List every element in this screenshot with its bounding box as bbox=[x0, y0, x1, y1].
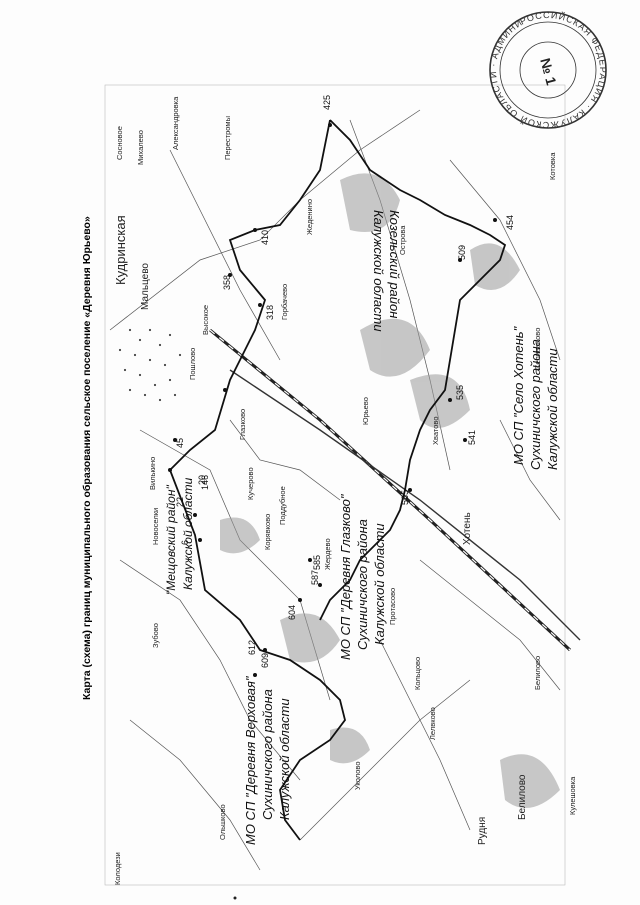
place-label: Котовка bbox=[548, 152, 557, 180]
place-label: Пошлово bbox=[188, 348, 197, 380]
place-label: Селиваново bbox=[533, 328, 542, 370]
point-label: 45 bbox=[175, 438, 185, 448]
place-label: Корявково bbox=[263, 514, 272, 550]
place-label: Жердево bbox=[323, 538, 332, 570]
place-label: Сосновое bbox=[115, 126, 124, 160]
place-label: Кудринская bbox=[113, 215, 128, 285]
map-frame bbox=[104, 84, 566, 886]
stamp-number: № 1 bbox=[537, 56, 560, 87]
district-verkhovaya-line2: Сухиничского района bbox=[260, 689, 275, 820]
place-label: Жеденино bbox=[305, 199, 314, 235]
point-label: 22 bbox=[175, 497, 185, 507]
boundary-marker bbox=[173, 438, 177, 442]
place-label: Белилово bbox=[533, 656, 542, 690]
district-glazkovo-line3: Калужской области bbox=[372, 523, 387, 645]
road-network bbox=[109, 109, 561, 871]
boundary-marker bbox=[458, 258, 462, 262]
district-kozelsky-line1: Козельский район bbox=[387, 210, 402, 318]
district-verkhovaya-line3: Калужской области bbox=[277, 698, 292, 820]
place-label: Кольцово bbox=[413, 657, 422, 690]
point-label: 454 bbox=[505, 215, 515, 230]
district-meshchovsky-line2: Калужской области bbox=[181, 477, 195, 590]
boundary-marker bbox=[193, 513, 197, 517]
boundary-marker bbox=[408, 488, 412, 492]
district-kozelsky-line2: Калужской области bbox=[371, 210, 386, 332]
place-label: Александровка bbox=[171, 96, 180, 150]
place-label: Мальцево bbox=[140, 263, 151, 310]
point-label: 609 bbox=[260, 653, 270, 668]
place-label: Юрьево bbox=[361, 397, 370, 425]
place-label: Белилово bbox=[517, 774, 528, 820]
municipal-boundary bbox=[169, 119, 507, 841]
place-label: Колодези bbox=[113, 852, 122, 885]
point-label: 587 bbox=[310, 570, 320, 585]
district-khoten-line2: Сухиничского района bbox=[528, 339, 543, 470]
district-khoten-line3: Калужской области bbox=[545, 348, 560, 470]
point-label: 146 bbox=[200, 475, 210, 490]
place-label: Острова bbox=[398, 225, 407, 255]
place-label: Хватово bbox=[431, 416, 440, 445]
district-verkhovaya-line1: МО СП "Деревня Верховая" bbox=[243, 675, 258, 845]
place-label: Вилькино bbox=[148, 457, 157, 490]
scan-dot bbox=[233, 896, 237, 900]
railway bbox=[209, 328, 572, 652]
boundary-marker bbox=[223, 388, 227, 392]
boundary-marker bbox=[228, 273, 232, 277]
district-glazkovo-line1: МО СП "Деревня Глазково" bbox=[338, 493, 353, 660]
place-label: Высокое bbox=[201, 305, 210, 335]
place-label: Кулешовка bbox=[568, 776, 577, 815]
place-label: Уколово bbox=[353, 761, 362, 790]
official-stamp: РОССИЙСКАЯ ФЕДЕРАЦИЯ · КАЛУЖСКОЙ ОБЛАСТИ… bbox=[466, 0, 630, 152]
boundary-marker bbox=[263, 648, 267, 652]
point-label: 318 bbox=[265, 305, 275, 320]
boundary-markers bbox=[168, 123, 497, 677]
point-label: 509 bbox=[457, 245, 467, 260]
point-label: 20 bbox=[197, 475, 207, 485]
marsh-area bbox=[118, 328, 182, 402]
point-label: 535 bbox=[455, 385, 465, 400]
boundary-marker bbox=[448, 398, 452, 402]
place-label: Поддубное bbox=[278, 486, 287, 525]
map-title: Карта (схема) границ муниципального обра… bbox=[81, 216, 93, 700]
place-label: Новоселки bbox=[151, 508, 160, 545]
forest-areas bbox=[220, 173, 560, 808]
point-label: 358 bbox=[222, 275, 232, 290]
place-label: Ольшково bbox=[218, 804, 227, 840]
boundary-marker bbox=[198, 538, 202, 542]
place-label: Лелвково bbox=[428, 707, 437, 740]
boundary-marker bbox=[258, 303, 262, 307]
boundary-marker bbox=[168, 468, 172, 472]
place-label: Зубово bbox=[151, 623, 160, 648]
boundary-marker bbox=[318, 583, 322, 587]
district-meshchovsky-line1: "Мещовский район" bbox=[164, 485, 178, 595]
point-label: 604 bbox=[287, 605, 297, 620]
point-label: 612 bbox=[247, 640, 257, 655]
district-glazkovo-line2: Сухиничского района bbox=[355, 519, 370, 650]
boundary-marker bbox=[253, 673, 257, 677]
point-label: 565 bbox=[400, 490, 410, 505]
place-label: Хотень bbox=[462, 512, 473, 545]
boundary-marker bbox=[298, 598, 302, 602]
place-label: Протасово bbox=[388, 588, 397, 625]
place-label: Горбачево bbox=[280, 284, 289, 320]
boundary-marker bbox=[253, 228, 257, 232]
point-label: 541 bbox=[467, 430, 477, 445]
point-label: 585 bbox=[312, 555, 322, 570]
point-label: 410 bbox=[260, 230, 270, 245]
boundary-marker bbox=[328, 123, 332, 127]
place-label: Кучерово bbox=[246, 467, 255, 500]
highway bbox=[229, 369, 581, 641]
place-label: Глазково bbox=[238, 409, 247, 440]
boundary-marker bbox=[308, 558, 312, 562]
place-label: Рудня bbox=[477, 817, 488, 845]
point-label: 425 bbox=[322, 95, 332, 110]
place-label: Перестромы bbox=[223, 116, 232, 160]
boundary-marker bbox=[463, 438, 467, 442]
boundary-marker bbox=[493, 218, 497, 222]
district-khoten-line1: МО СП "Село Хотень" bbox=[511, 325, 526, 465]
point-label: 6 bbox=[180, 540, 190, 545]
place-label: Михалево bbox=[136, 130, 145, 165]
